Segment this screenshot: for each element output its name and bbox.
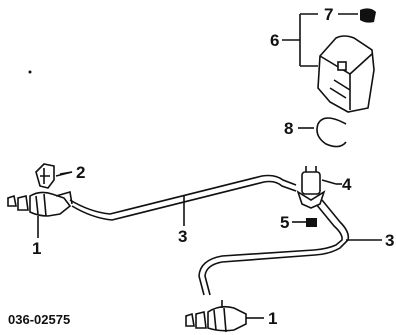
cap-icon [338,8,376,23]
reservoir-icon [317,35,375,113]
washer-hose-upper [69,174,297,221]
nozzle-icon [7,190,73,228]
clip-icon [35,163,73,189]
stray-mark [28,70,32,74]
connector-icon [296,166,337,209]
callout-7: 7 [324,5,333,24]
ring-icon [298,117,347,148]
callout-3-lower: 3 [385,231,394,250]
callout-1-upper: 1 [32,239,41,258]
callout-5: 5 [280,213,289,232]
callout-2: 2 [76,163,85,182]
drawing-code: 036-02575 [8,312,70,327]
callout-1-lower: 1 [268,309,277,328]
callout-6: 6 [270,31,279,50]
callout-3-upper: 3 [178,227,187,246]
nozzle-icon [185,300,262,333]
washer-hose-lower [198,199,350,296]
callout-4: 4 [342,175,352,194]
callout-8: 8 [284,119,293,138]
leader-lines [37,13,382,319]
grommet-icon [292,218,317,227]
